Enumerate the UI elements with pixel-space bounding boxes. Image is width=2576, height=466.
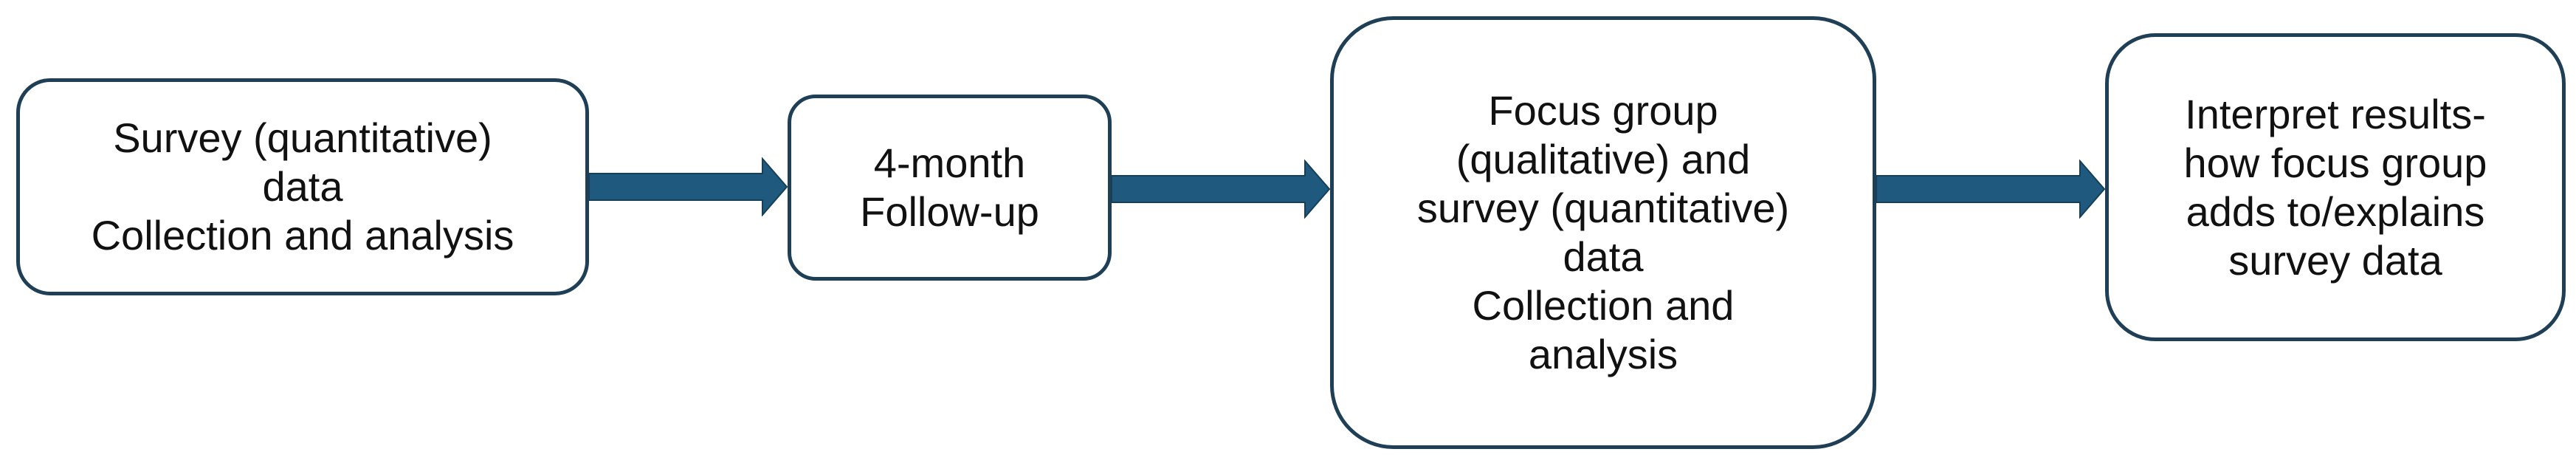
right-arrow-icon — [1876, 160, 2105, 219]
flow-arrow-1 — [589, 157, 788, 216]
right-arrow-icon — [1112, 160, 1330, 219]
step-interpret-results: Interpret results- how focus group adds … — [2105, 33, 2566, 341]
step-label: Survey (quantitative) data Collection an… — [91, 114, 514, 258]
step-label: Focus group (qualitative) and survey (qu… — [1416, 87, 1790, 377]
step-focus-group-collection: Focus group (qualitative) and survey (qu… — [1330, 16, 1876, 449]
step-survey-collection: Survey (quantitative) data Collection an… — [16, 78, 589, 295]
flow-arrow-2 — [1112, 160, 1330, 219]
flow-arrow-3 — [1876, 160, 2105, 219]
step-follow-up: 4-month Follow-up — [788, 95, 1112, 281]
step-label: Interpret results- how focus group adds … — [2183, 90, 2487, 284]
step-label: 4-month Follow-up — [860, 140, 1039, 235]
right-arrow-icon — [589, 157, 788, 216]
